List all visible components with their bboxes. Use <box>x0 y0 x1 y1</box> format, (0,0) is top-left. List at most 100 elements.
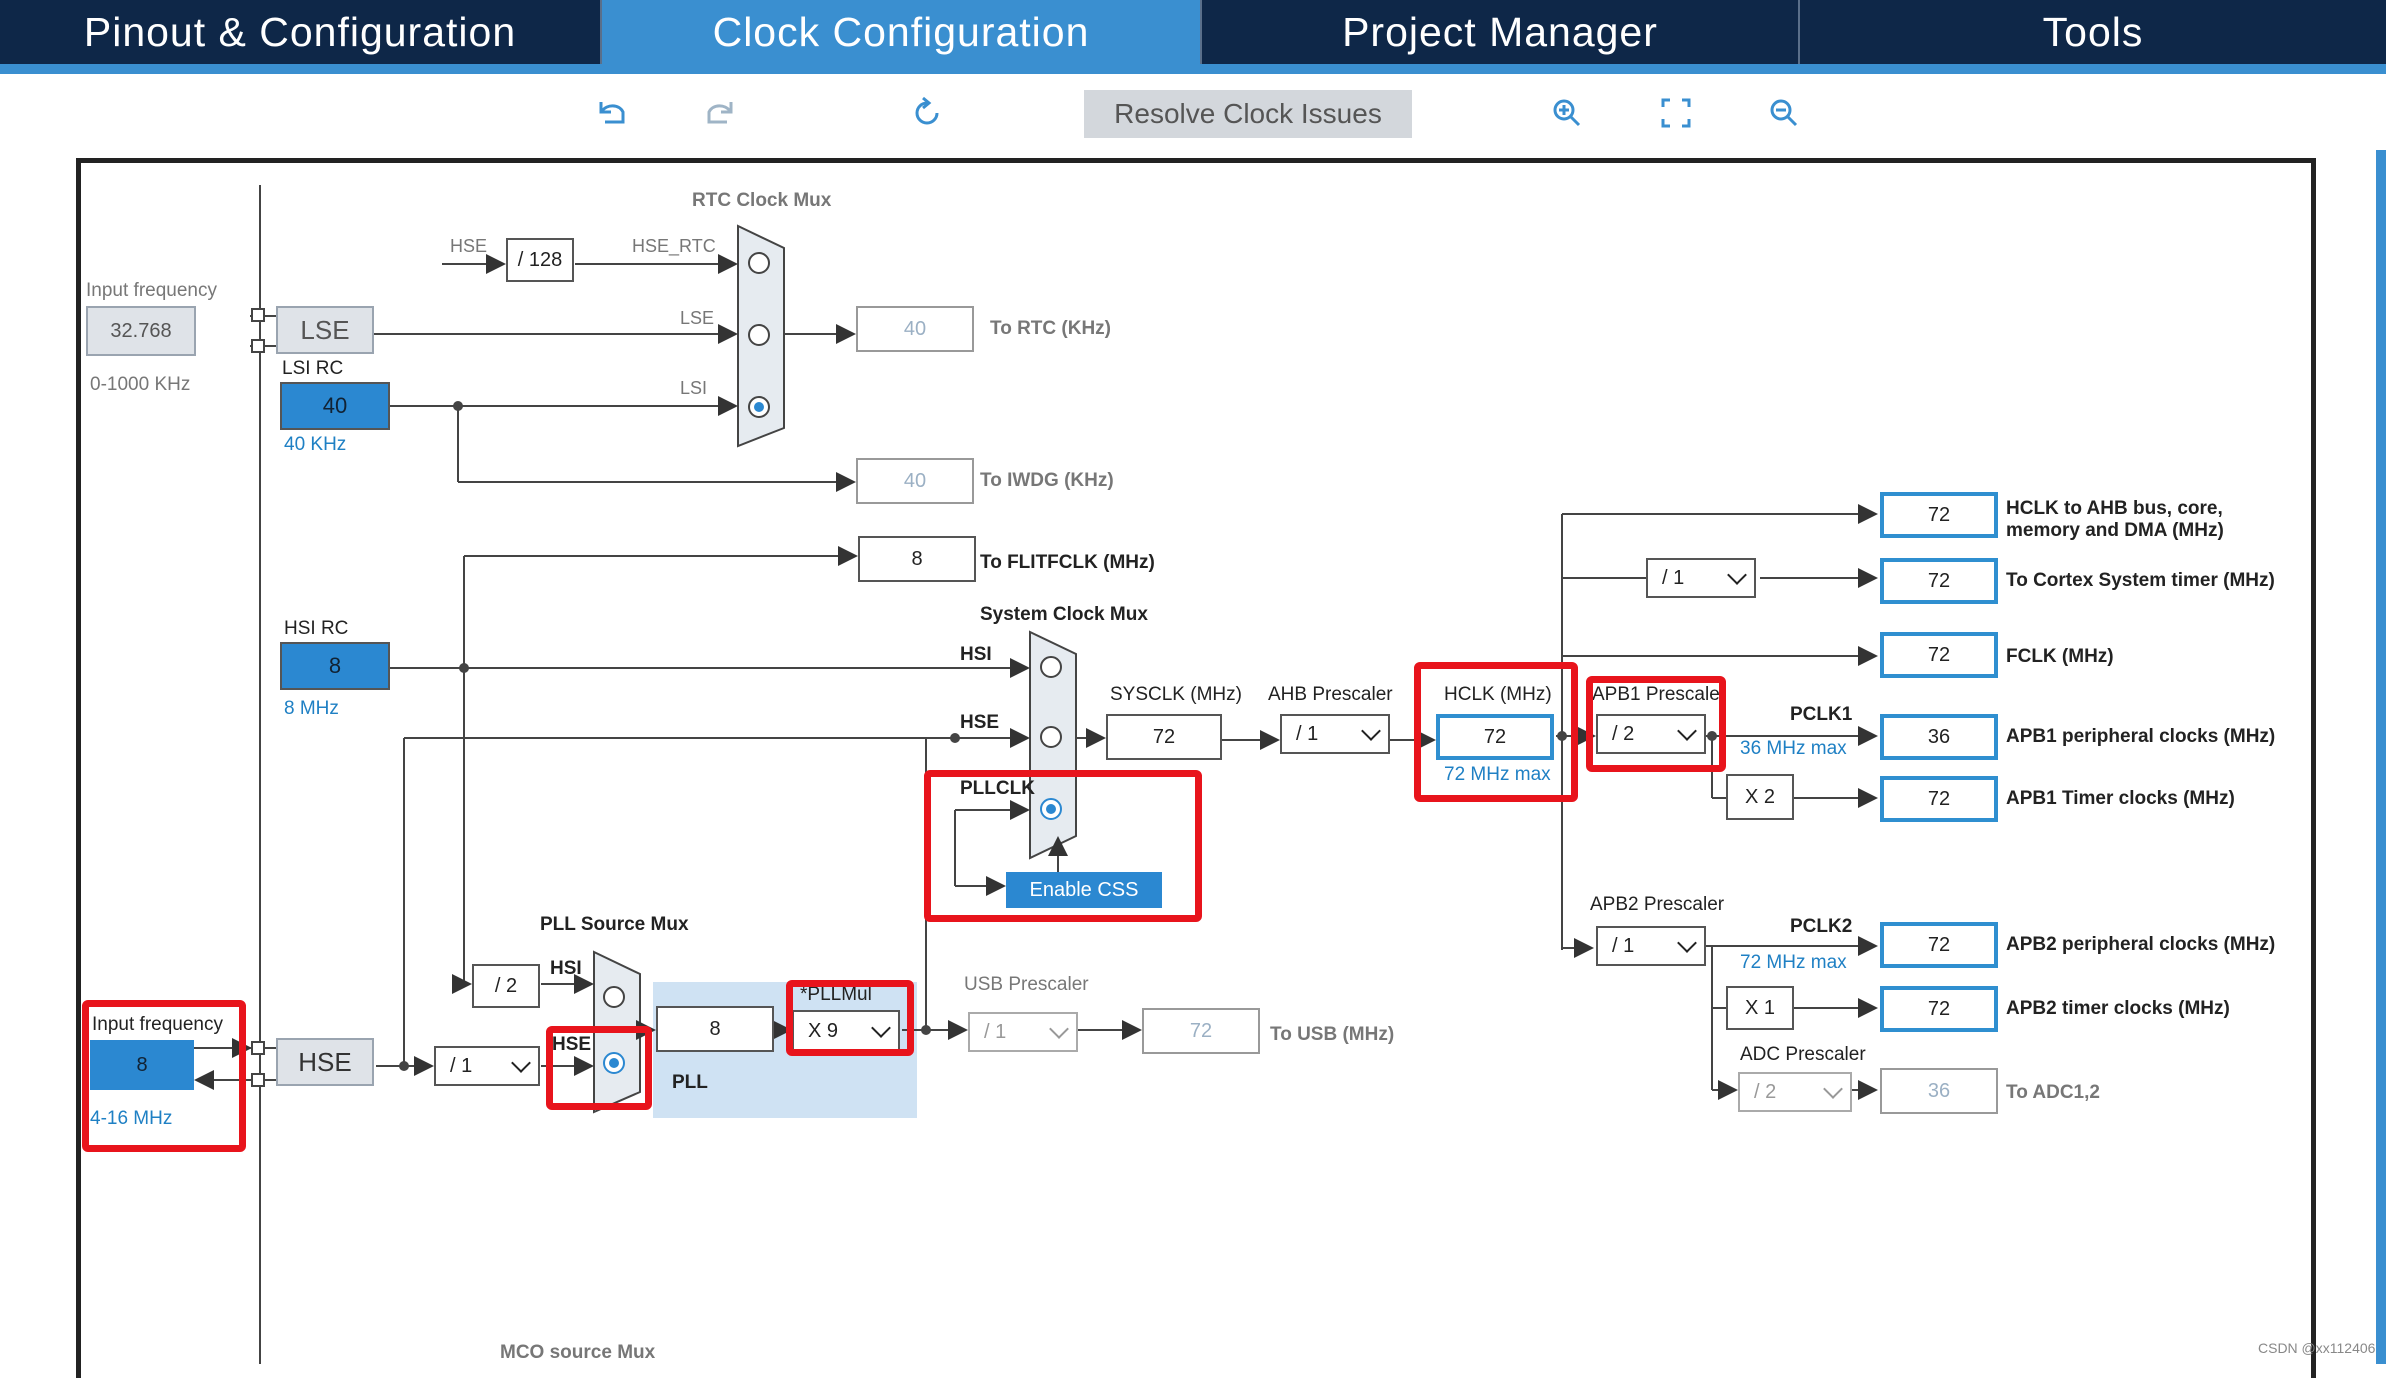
usb-prescaler-value: / 1 <box>984 1020 1007 1043</box>
adc-output-value: 36 <box>1880 1068 1998 1114</box>
apb1-peripheral-output[interactable]: 36 <box>1880 714 1998 760</box>
tab-bar: Pinout & Configuration Clock Configurati… <box>0 0 2386 74</box>
apb1-timer-output-label: APB1 Timer clocks (MHz) <box>2006 788 2235 809</box>
apb1-timer-output[interactable]: 72 <box>1880 776 1998 822</box>
hse-input-range: 4-16 MHz <box>90 1108 173 1129</box>
apb1-max: 36 MHz max <box>1740 738 1847 759</box>
ahb-prescaler-select[interactable]: / 1 <box>1280 714 1390 754</box>
rtc-mux-hse-rtc-label: HSE_RTC <box>632 236 716 256</box>
apb1-prescaler-select[interactable]: / 2 <box>1596 714 1706 754</box>
rtc-clock-mux-title: RTC Clock Mux <box>692 190 832 211</box>
pll-src-hse-label: HSE <box>552 1034 592 1055</box>
adc-output-label: To ADC1,2 <box>2006 1082 2100 1103</box>
tab-underline <box>0 64 2386 74</box>
rtc-mux-lse-label: LSE <box>680 308 715 328</box>
apb2-prescaler-label: APB2 Prescaler <box>1590 894 1725 915</box>
usb-output-value: 72 <box>1142 1008 1260 1054</box>
hclk-value-field[interactable]: 72 <box>1436 714 1554 760</box>
hsi-rc-value: 8 <box>280 642 390 690</box>
hse-input-frequency-field[interactable]: 8 <box>90 1040 194 1090</box>
rtc-mux-lsi-radio[interactable] <box>748 396 770 418</box>
rtc-mux-hse-label: HSE <box>450 236 488 256</box>
chevron-down-icon <box>1727 565 1747 585</box>
hse-input-frequency-label: Input frequency <box>92 1014 223 1035</box>
pclk2-label: PCLK2 <box>1790 916 1853 937</box>
lse-input-frequency-label: Input frequency <box>86 280 217 301</box>
pll-src-hse-radio[interactable] <box>603 1052 625 1074</box>
rtc-mux-lse-radio[interactable] <box>748 324 770 346</box>
pclk1-label: PCLK1 <box>1790 704 1853 725</box>
tab-clock-configuration[interactable]: Clock Configuration <box>600 0 1200 64</box>
apb2-peripheral-output[interactable]: 72 <box>1880 922 1998 968</box>
sys-mux-hsi-radio[interactable] <box>1040 656 1062 678</box>
apb1-timer-multiplier: X 2 <box>1726 774 1794 820</box>
apb2-prescaler-value: / 1 <box>1612 934 1635 957</box>
hclk-label: HCLK (MHz) <box>1444 684 1552 705</box>
ahb-prescaler-label: AHB Prescaler <box>1268 684 1393 705</box>
apb1-prescaler-label: APB1 Prescaler <box>1592 684 1727 705</box>
clock-tree-canvas <box>76 158 2316 1378</box>
zoom-in-icon[interactable] <box>1544 90 1590 136</box>
usb-prescaler-select[interactable]: / 1 <box>968 1012 1078 1052</box>
chevron-down-icon <box>511 1053 531 1073</box>
highlight-hse-input <box>82 1000 246 1152</box>
ahb-prescaler-value: / 1 <box>1296 722 1319 745</box>
cortex-timer-divider-select[interactable]: / 1 <box>1646 558 1756 598</box>
sys-mux-hsi-label: HSI <box>960 644 992 665</box>
tab-tools[interactable]: Tools <box>1798 0 2386 64</box>
rtc-output-label: To RTC (KHz) <box>990 318 1112 339</box>
sys-mux-hse-radio[interactable] <box>1040 726 1062 748</box>
watermark: CSDN @xx112406 <box>2258 1340 2376 1356</box>
undo-icon[interactable] <box>589 90 635 136</box>
hse-prediv-select[interactable]: / 1 <box>434 1046 540 1086</box>
apb1-peripheral-output-label: APB1 peripheral clocks (MHz) <box>2006 726 2276 747</box>
fit-screen-icon[interactable] <box>1653 90 1699 136</box>
sys-mux-pllclk-radio[interactable] <box>1040 798 1062 820</box>
chevron-down-icon <box>1677 933 1697 953</box>
highlight-pllmul <box>786 980 914 1056</box>
pllmul-value: X 9 <box>808 1019 839 1042</box>
iwdg-output-value: 40 <box>856 458 974 504</box>
tab-project-manager[interactable]: Project Manager <box>1200 0 1798 64</box>
sysclk-label: SYSCLK (MHz) <box>1110 684 1242 705</box>
highlight-apb1 <box>1586 676 1726 772</box>
fclk-output-label: FCLK (MHz) <box>2006 646 2114 667</box>
apb2-timer-output[interactable]: 72 <box>1880 986 1998 1032</box>
usb-prescaler-label: USB Prescaler <box>964 974 1089 995</box>
pllmul-select[interactable]: X 9 <box>792 1010 900 1052</box>
highlight-pllclk <box>924 770 1202 922</box>
rtc-mux-hse-radio[interactable] <box>748 252 770 274</box>
hsi-rc-title: HSI RC <box>284 618 349 639</box>
highlight-pll-src-hse <box>546 1026 652 1110</box>
refresh-icon[interactable] <box>904 90 950 136</box>
zoom-out-icon[interactable] <box>1761 90 1807 136</box>
chevron-down-icon <box>1823 1079 1843 1099</box>
hclk-ahb-output-label-2: memory and DMA (MHz) <box>2006 520 2224 541</box>
iwdg-output-label: To IWDG (KHz) <box>980 470 1114 491</box>
right-scrollbar[interactable] <box>2376 150 2386 1364</box>
chevron-down-icon <box>1361 721 1381 741</box>
cortex-timer-output[interactable]: 72 <box>1880 558 1998 604</box>
flitfclk-output-value: 8 <box>858 536 976 582</box>
pll-label: PLL <box>672 1072 708 1093</box>
hclk-ahb-output[interactable]: 72 <box>1880 492 1998 538</box>
apb2-timer-output-label: APB2 timer clocks (MHz) <box>2006 998 2230 1019</box>
adc-prescaler-label: ADC Prescaler <box>1740 1044 1866 1065</box>
redo-icon[interactable] <box>697 90 743 136</box>
pll-src-hsi-radio[interactable] <box>603 986 625 1008</box>
resolve-clock-issues-button[interactable]: Resolve Clock Issues <box>1084 90 1412 138</box>
tab-pinout-configuration[interactable]: Pinout & Configuration <box>83 8 517 55</box>
highlight-hclk <box>1414 662 1578 802</box>
apb2-prescaler-select[interactable]: / 1 <box>1596 926 1706 966</box>
mco-source-mux-title: MCO source Mux <box>500 1342 656 1363</box>
rtc-mux-lsi-label: LSI <box>680 378 708 398</box>
lse-input-frequency-field[interactable]: 32.768 <box>86 306 196 356</box>
rtc-output-value: 40 <box>856 306 974 352</box>
adc-prescaler-select[interactable]: / 2 <box>1738 1072 1852 1112</box>
cortex-timer-output-label: To Cortex System timer (MHz) <box>2006 570 2275 591</box>
hclk-ahb-output-label: HCLK to AHB bus, core, <box>2006 498 2223 519</box>
apb2-timer-multiplier: X 1 <box>1726 986 1794 1030</box>
fclk-output[interactable]: 72 <box>1880 632 1998 678</box>
enable-css-button[interactable]: Enable CSS <box>1006 872 1162 908</box>
